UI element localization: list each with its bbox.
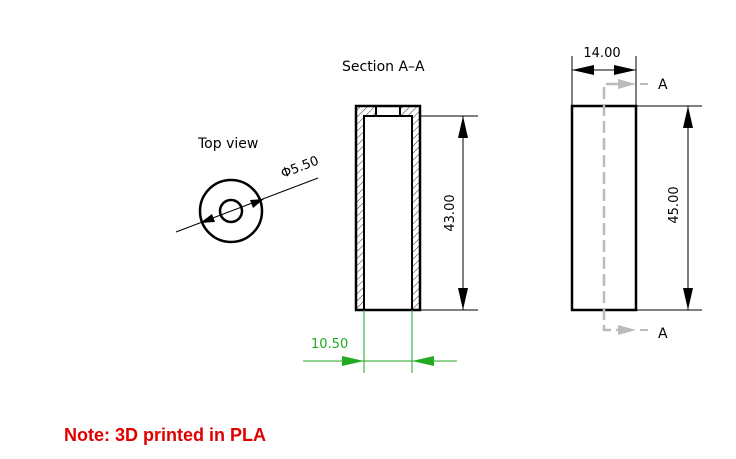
width-arrow-left bbox=[572, 65, 594, 75]
inner-height-arrow-top bbox=[458, 116, 468, 138]
right-wall-hatch bbox=[412, 106, 420, 310]
section-arrow-top bbox=[618, 79, 636, 89]
section-marker-bottom: A bbox=[658, 326, 668, 342]
outer-height-arrow-bottom bbox=[683, 288, 693, 310]
top-view-label: Top view bbox=[197, 136, 258, 152]
inner-width-arrow-left bbox=[342, 356, 364, 366]
top-view-outer-circle bbox=[198, 178, 264, 244]
section-view: Section A–A 43.00 10.50 bbox=[303, 59, 478, 373]
section-arrow-bottom bbox=[618, 325, 636, 335]
top-view-inner-circle bbox=[218, 198, 244, 224]
diameter-arrow-left bbox=[200, 214, 215, 223]
diameter-dimension: Φ5.50 bbox=[279, 154, 321, 182]
inner-height-dimension: 43.00 bbox=[443, 194, 458, 231]
width-arrow-right bbox=[614, 65, 636, 75]
inner-width-arrow-right bbox=[412, 356, 434, 366]
diameter-arrow-right bbox=[250, 199, 264, 208]
print-note: Note: 3D printed in PLA bbox=[64, 425, 266, 445]
section-outer-outline bbox=[354, 104, 422, 312]
outer-height-arrow-top bbox=[683, 106, 693, 128]
section-inner-outline bbox=[363, 115, 413, 311]
left-wall-hatch bbox=[356, 106, 364, 310]
diameter-leader-line bbox=[175, 177, 319, 233]
inner-width-dimension: 10.50 bbox=[311, 337, 348, 352]
side-view: 14.00 45.00 A A bbox=[570, 46, 702, 342]
width-dimension: 14.00 bbox=[583, 46, 620, 61]
section-cut-line bbox=[602, 82, 618, 332]
outer-height-dimension: 45.00 bbox=[667, 186, 682, 223]
section-marker-top: A bbox=[658, 77, 668, 93]
section-label: Section A–A bbox=[342, 59, 425, 75]
top-hole bbox=[376, 106, 400, 116]
top-view: Top view Φ5.50 bbox=[175, 136, 321, 244]
inner-height-arrow-bottom bbox=[458, 288, 468, 310]
